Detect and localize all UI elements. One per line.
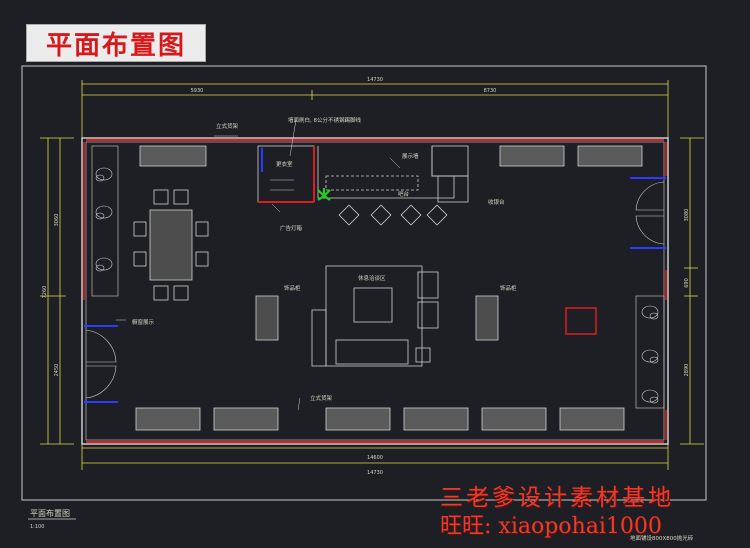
label-dressing: 更衣室 (276, 160, 293, 168)
dim-top-total: 14730 (367, 77, 383, 83)
label-display-window: 橱窗展示 (132, 318, 155, 326)
plant-icon (317, 188, 331, 201)
floor-note: 地面铺设800X800抛光砖 (630, 534, 694, 542)
page-title: 平面布置图 (45, 30, 186, 61)
bar-stools (338, 204, 448, 226)
label-display-wall: 展示墙 (402, 152, 419, 160)
label-ceiling-note: 墙面刷白, 8公分不锈钢踢脚线 (288, 116, 361, 124)
label-showcase-right: 饰品柜 (500, 284, 517, 292)
title-banner: 平面布置图 (26, 24, 206, 62)
walls (81, 137, 669, 445)
label-bar: 吧台 (398, 190, 410, 198)
dim-top-left: 5930 (191, 88, 204, 94)
decor-shoes-right (641, 305, 659, 404)
doors (84, 148, 666, 403)
label-shelf-top: 立式货架 (216, 122, 239, 130)
bar-counter (317, 145, 469, 203)
dressing-room (257, 145, 315, 203)
display-window-left (91, 145, 119, 297)
label-lounge: 休息洽谈区 (358, 274, 386, 282)
dim-bottom-total2: 14730 (367, 470, 383, 476)
drawing-frame (21, 65, 707, 501)
door-swings (85, 181, 665, 399)
promo-frame (565, 307, 597, 335)
decor-shoes-left (95, 167, 113, 272)
dim-bottom-total: 14600 (367, 455, 383, 461)
watermark-line-1: 三老爹设计素材基地 (440, 485, 674, 511)
dim-left-total: 7260 (42, 286, 48, 299)
dim-right-lower: 2890 (684, 364, 690, 377)
dim-right-mid: 690 (684, 278, 690, 288)
showcases (255, 295, 499, 341)
label-shelf-bottom: 立式货架 (310, 394, 333, 402)
table-with-chairs (133, 189, 209, 301)
label-ad-box: 广告灯箱 (280, 224, 303, 232)
dim-left-lower: 2450 (54, 364, 60, 377)
leader-lines (116, 119, 401, 411)
shelves-bottom (135, 407, 625, 431)
dimension-lines (40, 80, 704, 470)
watermark-line-2: 旺旺: xiaopohai1000 (440, 514, 662, 539)
drawing-name: 平面布置图 (30, 508, 70, 518)
label-cashier: 收银台 (488, 198, 505, 206)
label-showcase-left: 饰品柜 (284, 284, 301, 292)
lounge-area (311, 265, 439, 367)
dim-right-upper: 3080 (684, 209, 690, 222)
shelves-top (139, 145, 643, 167)
drawing-scale: 1:100 (30, 524, 44, 530)
display-window-right (635, 295, 665, 409)
dim-top-right: 8730 (484, 88, 497, 94)
dim-left-upper: 3060 (54, 214, 60, 227)
